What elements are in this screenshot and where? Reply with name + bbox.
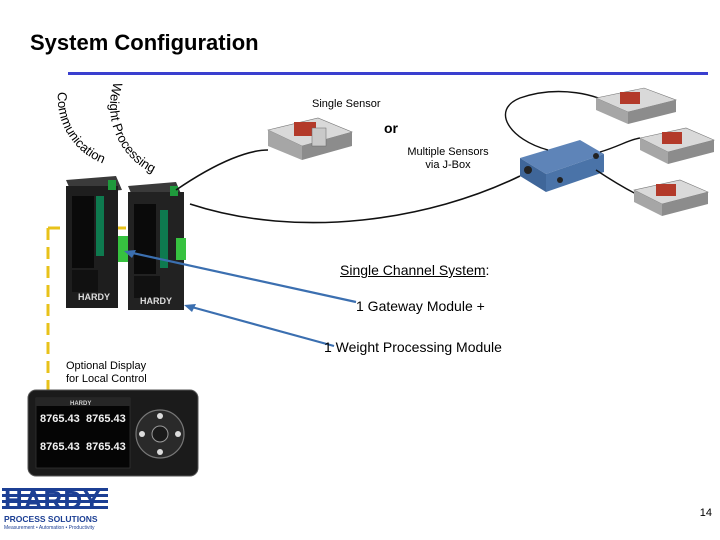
page-number: 14 [699, 507, 712, 519]
system-line-weight-module: 1 Weight Processing Module [324, 339, 502, 355]
single-sensor-cable [175, 149, 269, 191]
jbox-cable [189, 175, 521, 224]
system-line-gateway: 1 Gateway Module + [356, 298, 485, 314]
gateway-module-brand: HARDY [78, 292, 110, 302]
display-caption: Optional Display for Local Control [66, 360, 147, 386]
display-caption-line2: for Local Control [66, 373, 147, 385]
system-heading: Single Channel System: [340, 262, 489, 278]
hardy-logo-subtitle: PROCESS SOLUTIONS [4, 514, 98, 524]
slide-title: System Configuration [30, 30, 259, 55]
hardy-logo-graphic [2, 488, 108, 509]
multiple-sensors-label: Multiple Sensors via J-Box [400, 146, 496, 172]
pointer-arrow-gateway [124, 250, 357, 304]
arc-label-weight-processing: Weight Processing [107, 81, 158, 176]
arc-label-communication: Communication [55, 92, 108, 166]
pointer-arrow-weight-module [184, 304, 335, 348]
or-label: or [384, 120, 398, 136]
weight-processing-module: HARDY [128, 182, 186, 310]
system-heading-suffix: : [485, 262, 490, 278]
gateway-module: HARDY [66, 176, 130, 308]
display-brand: HARDY [70, 401, 91, 407]
jbox-sensor-cable-1 [504, 90, 611, 151]
hardy-logo-wordmark: HARDY [4, 485, 102, 515]
display-readout-1: 8765.43 [40, 413, 80, 425]
multiple-sensors-label-line1: Multiple Sensors [407, 146, 489, 158]
single-sensor [267, 117, 353, 160]
single-sensor-label: Single Sensor [312, 98, 381, 110]
display-readout-2: 8765.43 [86, 413, 126, 425]
multi-sensor-3 [633, 179, 709, 216]
title-underline [68, 72, 708, 75]
junction-box [520, 140, 604, 192]
system-heading-text: Single Channel System [340, 262, 486, 278]
local-display: HARDY 8765.43 8765.43 8765.43 8765.43 [27, 389, 199, 477]
hardy-logo-tagline: Measurement • Automation • Productivity [4, 525, 95, 531]
multi-sensor-1 [595, 87, 678, 124]
weight-module-brand: HARDY [140, 296, 172, 306]
display-caption-line1: Optional Display [66, 360, 147, 372]
jbox-sensor-cable-2 [599, 137, 641, 153]
multi-sensor-2 [639, 127, 715, 164]
display-readout-3: 8765.43 [40, 441, 80, 453]
display-readout-4: 8765.43 [86, 441, 126, 453]
display-center-button [151, 425, 169, 443]
jbox-sensor-cable-3 [595, 169, 641, 197]
multiple-sensors-label-line2: via J-Box [425, 159, 471, 171]
